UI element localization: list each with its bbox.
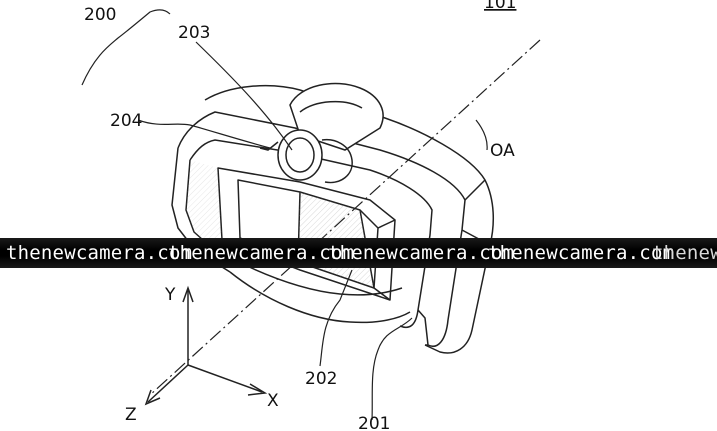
ref-101: 101 (484, 0, 516, 13)
leader-lines (81, 9, 488, 421)
coordinate-axes (144, 285, 268, 406)
ref-202: 202 (305, 369, 337, 389)
axis-z-label: Z (125, 405, 137, 425)
axis-x-label: X (267, 391, 279, 411)
watermark-band (0, 238, 717, 268)
ref-200: 200 (84, 5, 116, 25)
ref-203: 203 (178, 23, 210, 43)
hinge-knob (259, 82, 384, 184)
watermark-text: thenewcamera.com (488, 242, 675, 264)
ref-201: 201 (358, 414, 390, 431)
ref-204: 204 (110, 111, 142, 131)
ref-oa: OA (490, 141, 515, 161)
watermark-text: thenewcamera.com (6, 242, 193, 264)
watermark-text: thenewcamera.com (328, 242, 515, 264)
watermark-text: thenewcamera.com (168, 242, 355, 264)
watermark-text: thenew (652, 242, 717, 264)
axis-y-label: Y (164, 285, 176, 305)
optical-axis-line (149, 39, 541, 396)
hatched-surface-left (186, 160, 222, 248)
